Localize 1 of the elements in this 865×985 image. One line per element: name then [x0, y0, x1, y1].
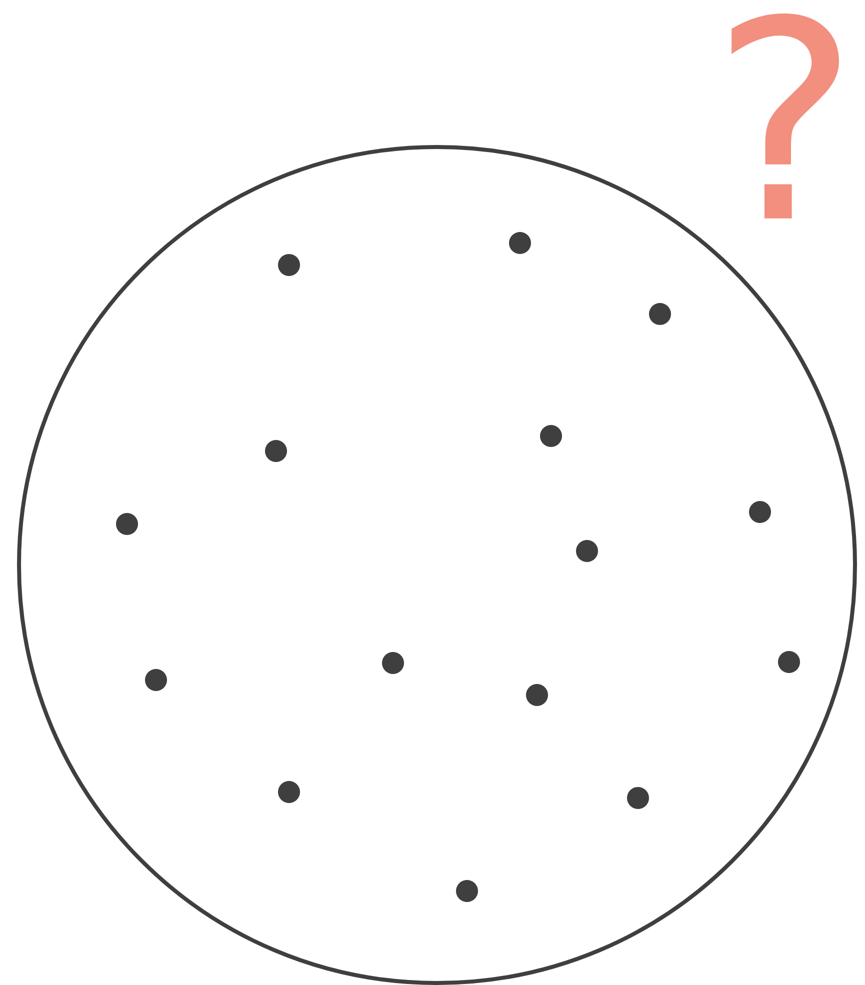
- question-mark: ?: [732, 14, 839, 218]
